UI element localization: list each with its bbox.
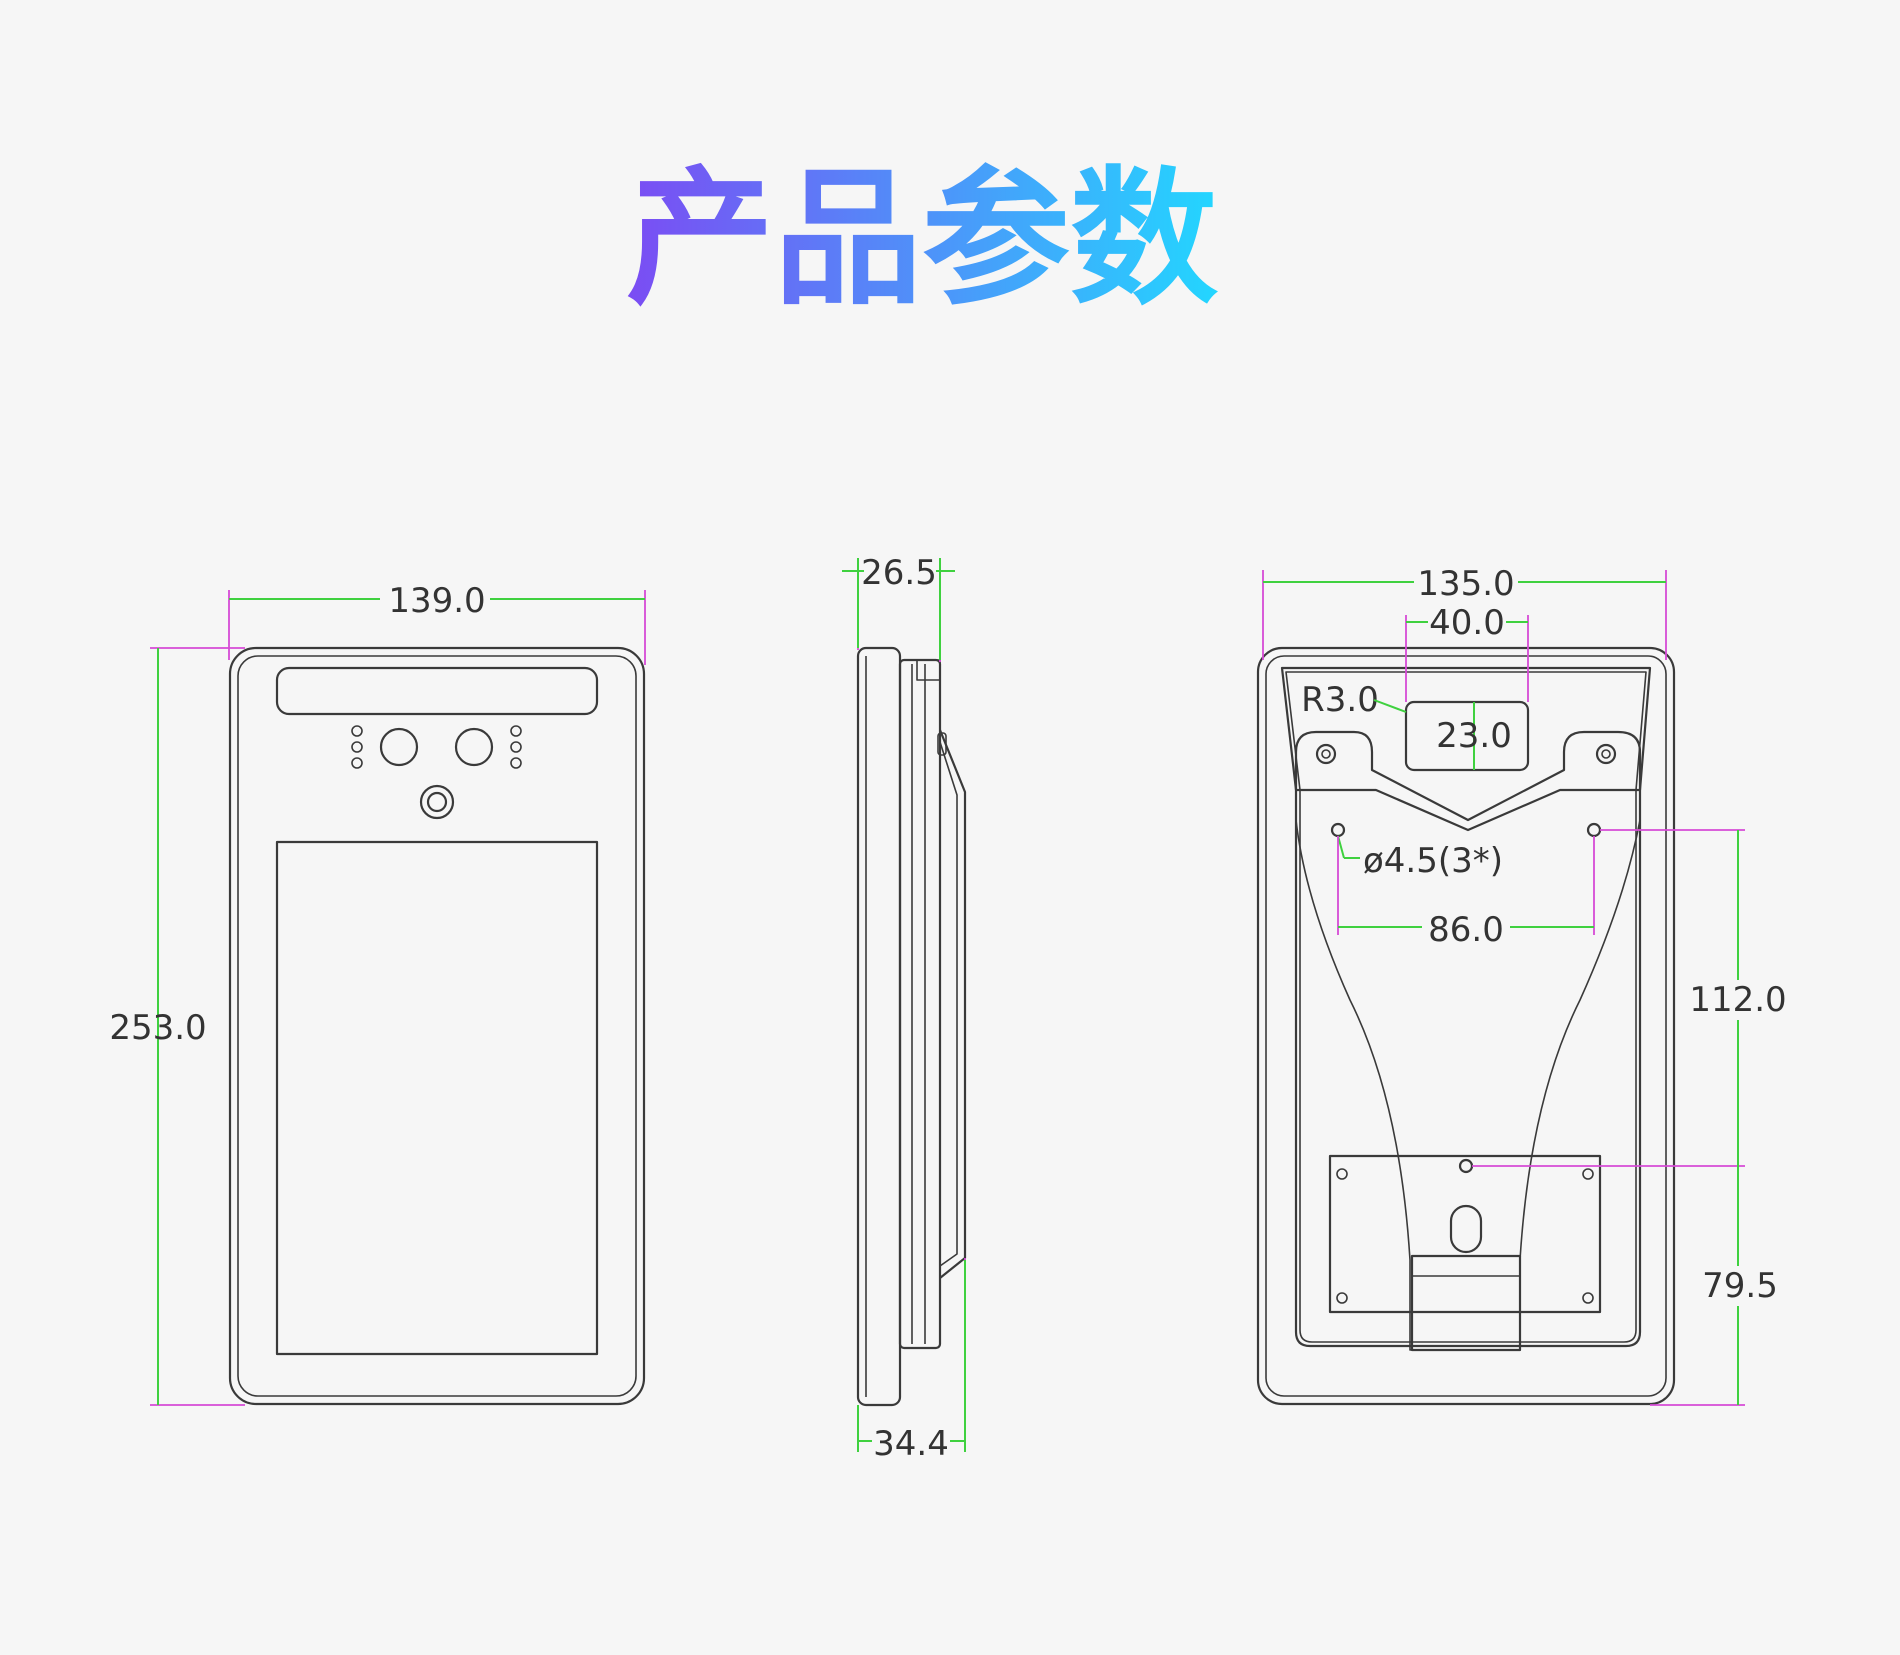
back-radius-label: R3.0 — [1301, 680, 1379, 720]
page-title: 产品参数 — [626, 153, 1218, 325]
back-stand-outline — [1295, 819, 1641, 1351]
front-sensor-outer — [419, 784, 455, 820]
mount-hole-left — [1330, 822, 1346, 838]
back-top-slot — [1404, 700, 1530, 772]
front-body-outer — [228, 646, 646, 1406]
right-camera-lens — [454, 727, 494, 767]
side-top-block — [916, 659, 941, 681]
bracket-right-screw — [1595, 743, 1617, 765]
back-body-inner — [1265, 655, 1667, 1397]
back-view: 135.0 40.0 23.0 R3.0 ø4.5(3*) 86.0 112.0… — [1256, 562, 1787, 1406]
bracket-left-screw — [1315, 743, 1337, 765]
side-back-plate — [898, 658, 942, 1350]
back-slot-height-label: 23.0 — [1436, 716, 1512, 756]
front-height-label: 253.0 — [109, 1008, 206, 1048]
back-width-label: 135.0 — [1417, 564, 1514, 604]
side-front-plate — [856, 646, 902, 1407]
back-recess — [1280, 666, 1652, 1348]
front-body-inner — [237, 655, 637, 1397]
back-lower-plate — [1328, 1154, 1602, 1314]
side-bottom-depth-label: 34.4 — [873, 1424, 949, 1464]
back-recess-inner — [1285, 671, 1647, 1343]
back-lower-vertical-label: 79.5 — [1702, 1266, 1778, 1306]
back-upper-vertical-label: 112.0 — [1689, 980, 1786, 1020]
mount-hole-right — [1586, 822, 1602, 838]
back-body-outer — [1256, 646, 1676, 1406]
side-mount-bracket — [938, 729, 967, 1279]
back-cable-slot — [1449, 1204, 1483, 1254]
back-hole-spacing-label: 86.0 — [1428, 910, 1504, 950]
right-indicator-dots — [510, 725, 522, 769]
front-width-label: 139.0 — [388, 581, 485, 621]
mount-hole-bottom — [1458, 1158, 1474, 1174]
side-mount-bracket-inner — [939, 741, 958, 1267]
back-hole-label: ø4.5(3*) — [1363, 841, 1503, 881]
left-camera-lens — [379, 727, 419, 767]
back-bottom-block — [1410, 1254, 1522, 1352]
front-view: 139.0 253.0 — [109, 578, 646, 1406]
left-indicator-dots — [351, 725, 363, 769]
front-sensor-inner — [426, 791, 448, 813]
front-screen — [275, 840, 599, 1356]
back-slot-width-label: 40.0 — [1429, 603, 1505, 643]
side-top-depth-label: 26.5 — [861, 553, 937, 593]
front-top-bar — [275, 666, 599, 716]
side-view: 26.5 34.4 — [842, 551, 967, 1464]
back-hanging-bracket — [1294, 730, 1642, 832]
